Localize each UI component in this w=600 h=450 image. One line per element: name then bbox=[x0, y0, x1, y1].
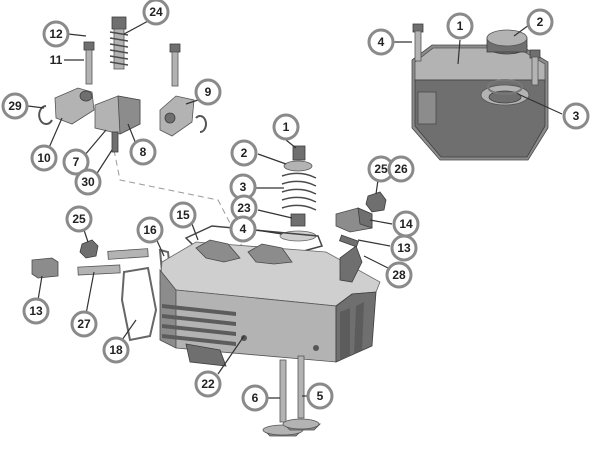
svg-text:13: 13 bbox=[29, 304, 43, 318]
callout-23: 23 bbox=[230, 194, 258, 222]
callout-12: 12 bbox=[42, 20, 70, 48]
cylinder-head bbox=[159, 239, 381, 367]
callout-3-oring: 3 bbox=[562, 102, 590, 130]
svg-text:23: 23 bbox=[237, 201, 251, 215]
callout-10: 10 bbox=[30, 144, 58, 172]
svg-text:29: 29 bbox=[8, 99, 22, 113]
svg-text:3: 3 bbox=[240, 180, 247, 194]
callout-27: 27 bbox=[70, 310, 98, 338]
svg-text:1: 1 bbox=[457, 19, 464, 33]
svg-text:30: 30 bbox=[81, 175, 95, 189]
callout-6: 6 bbox=[241, 384, 269, 412]
svg-text:22: 22 bbox=[201, 377, 215, 391]
callout-18: 18 bbox=[102, 336, 130, 364]
svg-text:18: 18 bbox=[109, 343, 123, 357]
callout-13-left: 13 bbox=[22, 297, 50, 325]
left-small-parts bbox=[31, 239, 172, 342]
svg-text:24: 24 bbox=[149, 5, 163, 19]
callout-3-spring: 3 bbox=[229, 173, 257, 201]
callout-2-valve: 2 bbox=[230, 139, 258, 167]
callout-1-cover: 1 bbox=[446, 12, 474, 40]
callout-25-right: 25 bbox=[367, 155, 395, 183]
callout-26: 26 bbox=[387, 155, 415, 183]
callout-5: 5 bbox=[306, 382, 334, 410]
svg-text:3: 3 bbox=[573, 109, 580, 123]
callout-1-valve: 1 bbox=[272, 113, 300, 141]
svg-text:9: 9 bbox=[205, 85, 212, 99]
svg-text:12: 12 bbox=[49, 27, 63, 41]
callout-13-right: 13 bbox=[390, 234, 418, 262]
svg-text:7: 7 bbox=[73, 155, 80, 169]
svg-text:1: 1 bbox=[283, 120, 290, 134]
rocker-arm-assembly bbox=[38, 16, 207, 153]
callout-2-cap: 2 bbox=[526, 8, 554, 36]
svg-text:27: 27 bbox=[77, 317, 91, 331]
callout-29: 29 bbox=[1, 92, 29, 120]
callout-9: 9 bbox=[194, 78, 222, 106]
right-small-parts bbox=[335, 191, 387, 248]
svg-text:2: 2 bbox=[241, 146, 248, 160]
svg-text:16: 16 bbox=[143, 223, 157, 237]
callout-4-seat: 4 bbox=[229, 215, 257, 243]
callout-4-bolt: 4 bbox=[367, 28, 395, 56]
callout-22: 22 bbox=[194, 370, 222, 398]
callout-25-left: 25 bbox=[65, 205, 93, 233]
svg-text:8: 8 bbox=[140, 145, 147, 159]
svg-text:5: 5 bbox=[317, 389, 324, 403]
callout-30: 30 bbox=[74, 168, 102, 196]
svg-text:25: 25 bbox=[374, 162, 388, 176]
label-11: 11 bbox=[50, 53, 63, 67]
rocker-cover-assembly bbox=[411, 23, 549, 161]
svg-text:4: 4 bbox=[240, 222, 247, 236]
svg-text:6: 6 bbox=[252, 391, 259, 405]
callout-14: 14 bbox=[392, 210, 420, 238]
callout-15: 15 bbox=[169, 201, 197, 229]
valve-spring-stack bbox=[279, 145, 317, 242]
svg-text:26: 26 bbox=[394, 162, 408, 176]
callout-16: 16 bbox=[136, 216, 164, 244]
callout-8: 8 bbox=[129, 138, 157, 166]
svg-text:14: 14 bbox=[399, 217, 413, 231]
svg-text:13: 13 bbox=[397, 241, 411, 255]
callout-24: 24 bbox=[142, 0, 170, 26]
svg-text:2: 2 bbox=[537, 15, 544, 29]
valves bbox=[262, 355, 321, 437]
svg-text:28: 28 bbox=[392, 268, 406, 282]
svg-text:25: 25 bbox=[72, 212, 86, 226]
svg-text:4: 4 bbox=[378, 35, 385, 49]
callout-28: 28 bbox=[385, 261, 413, 289]
alignment-dash-line bbox=[113, 149, 246, 253]
callout-7: 7 bbox=[62, 148, 90, 176]
svg-text:15: 15 bbox=[176, 208, 190, 222]
svg-text:10: 10 bbox=[37, 151, 51, 165]
leader-lines bbox=[27, 19, 563, 399]
